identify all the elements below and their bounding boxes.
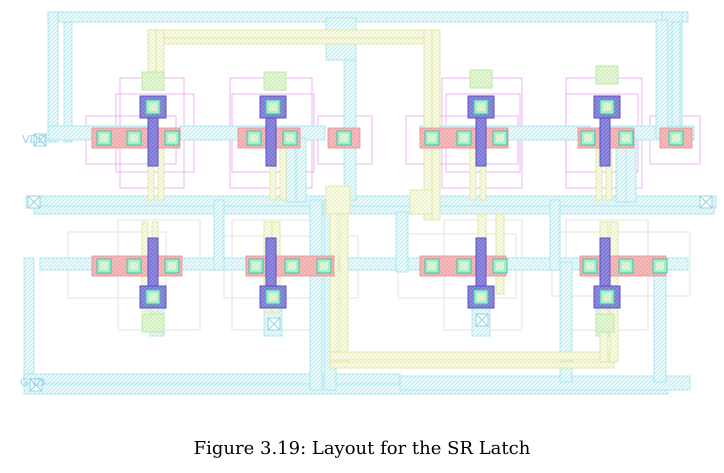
contact-inner [130, 134, 138, 142]
vdd-pin-label: VDD [22, 133, 47, 146]
contact-layer [96, 99, 684, 305]
input-port [469, 69, 493, 89]
poly-gate [147, 115, 159, 167]
poly-gate [147, 237, 159, 291]
poly-gate [475, 115, 487, 167]
contact-inner [428, 134, 436, 142]
gnd-pin-box-cross [29, 378, 43, 392]
contact-inner [496, 134, 504, 142]
metal2-wire [157, 139, 165, 201]
pin-box-cross [27, 195, 41, 209]
contact-inner [250, 134, 258, 142]
contact-inner [603, 103, 611, 111]
input-port [141, 313, 165, 333]
metal1-wire [671, 21, 681, 143]
gnd-pin-label: GND [20, 376, 46, 389]
metal1-wire [63, 21, 73, 143]
poly-gate [475, 237, 487, 291]
contact-inner [622, 262, 630, 270]
metal1-wire [399, 375, 691, 391]
contact-inner [584, 134, 592, 142]
contact-inner [460, 262, 468, 270]
contact-inner [288, 262, 296, 270]
metal2-wire [409, 189, 433, 215]
metal1-wire [47, 11, 689, 23]
metal2-wire [469, 139, 477, 201]
contact-inner [149, 103, 157, 111]
metal1-wire [295, 137, 307, 203]
contact-inner [100, 262, 108, 270]
metal2-wire [329, 351, 615, 361]
output-pin-box-cross [267, 317, 281, 331]
contact-inner [477, 103, 485, 111]
contact-inner [672, 134, 680, 142]
contact-inner [428, 262, 436, 270]
metal1-wire [395, 211, 409, 273]
metal2-wire [147, 37, 431, 45]
metal2-wire [339, 213, 349, 365]
metal1-wire [23, 257, 35, 389]
poly-gate [265, 237, 277, 291]
contact-inner [460, 134, 468, 142]
input-port [595, 313, 615, 333]
contact-inner [603, 293, 611, 301]
metal1-wire [653, 261, 667, 383]
contact-inner [168, 134, 176, 142]
contact-inner [149, 293, 157, 301]
contact-inner [269, 103, 277, 111]
metal2-wire [431, 29, 441, 221]
metal2-wire [329, 361, 615, 369]
metal2-wire [325, 185, 351, 215]
pin-layer [27, 65, 713, 392]
poly-gate [599, 115, 611, 167]
metal1-wire [309, 199, 323, 391]
sr-latch-layout [23, 11, 717, 395]
contact-inner [656, 262, 664, 270]
input-port [141, 71, 165, 91]
contact-inner [586, 262, 594, 270]
contact-inner [252, 262, 260, 270]
metal1-wire [549, 199, 561, 271]
contact-inner [286, 134, 294, 142]
input-port [595, 65, 619, 85]
output-pin-box-cross [475, 313, 489, 327]
metal2-wire [147, 29, 431, 39]
contact-inner [320, 262, 328, 270]
vdd-pin-box-cross [33, 133, 47, 147]
poly-gate [265, 115, 277, 167]
contact-inner [168, 262, 176, 270]
metal2-wire [329, 213, 339, 365]
contact-inner [622, 134, 630, 142]
metal1-wire [33, 205, 715, 215]
contact-inner [100, 134, 108, 142]
input-port [263, 71, 287, 91]
figure-caption: Figure 3.19: Layout for the SR Latch [193, 438, 531, 459]
contact-inner [477, 293, 485, 301]
contact-inner [269, 293, 277, 301]
contact-inner [130, 262, 138, 270]
poly-gate [599, 237, 611, 291]
metal1-wire [655, 19, 669, 139]
pin-box-cross [699, 195, 713, 209]
contact-inner [496, 262, 504, 270]
contact-inner [340, 134, 348, 142]
metal1-wire [47, 11, 59, 143]
metal2-wire [279, 139, 287, 201]
metal2-wire [495, 213, 505, 295]
metal1-wire [213, 199, 225, 271]
